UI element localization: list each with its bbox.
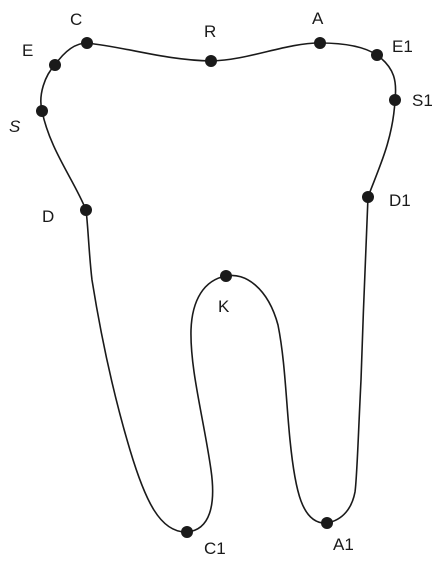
label-A1: A1 (333, 535, 354, 554)
point-A (314, 37, 326, 49)
point-D1 (362, 191, 374, 203)
label-E1: E1 (392, 37, 413, 56)
tooth-outline (41, 43, 396, 532)
label-C: C (70, 10, 82, 29)
point-E1 (371, 49, 383, 61)
label-S1: S1 (412, 91, 433, 110)
label-D1: D1 (389, 191, 411, 210)
point-R (205, 55, 217, 67)
point-S (36, 105, 48, 117)
label-K: K (218, 297, 230, 316)
point-A1 (321, 517, 333, 529)
labels-layer: C R A E E1 S S1 D D1 K C1 A1 (9, 9, 433, 558)
label-E: E (22, 41, 33, 60)
point-C (81, 37, 93, 49)
label-D: D (42, 207, 54, 226)
label-A: A (312, 9, 324, 28)
point-S1 (389, 94, 401, 106)
point-K (220, 270, 232, 282)
point-E (49, 59, 61, 71)
point-D (80, 204, 92, 216)
label-R: R (204, 22, 216, 41)
label-C1: C1 (204, 539, 226, 558)
points-layer (36, 37, 401, 538)
label-S: S (9, 117, 21, 136)
point-C1 (181, 526, 193, 538)
